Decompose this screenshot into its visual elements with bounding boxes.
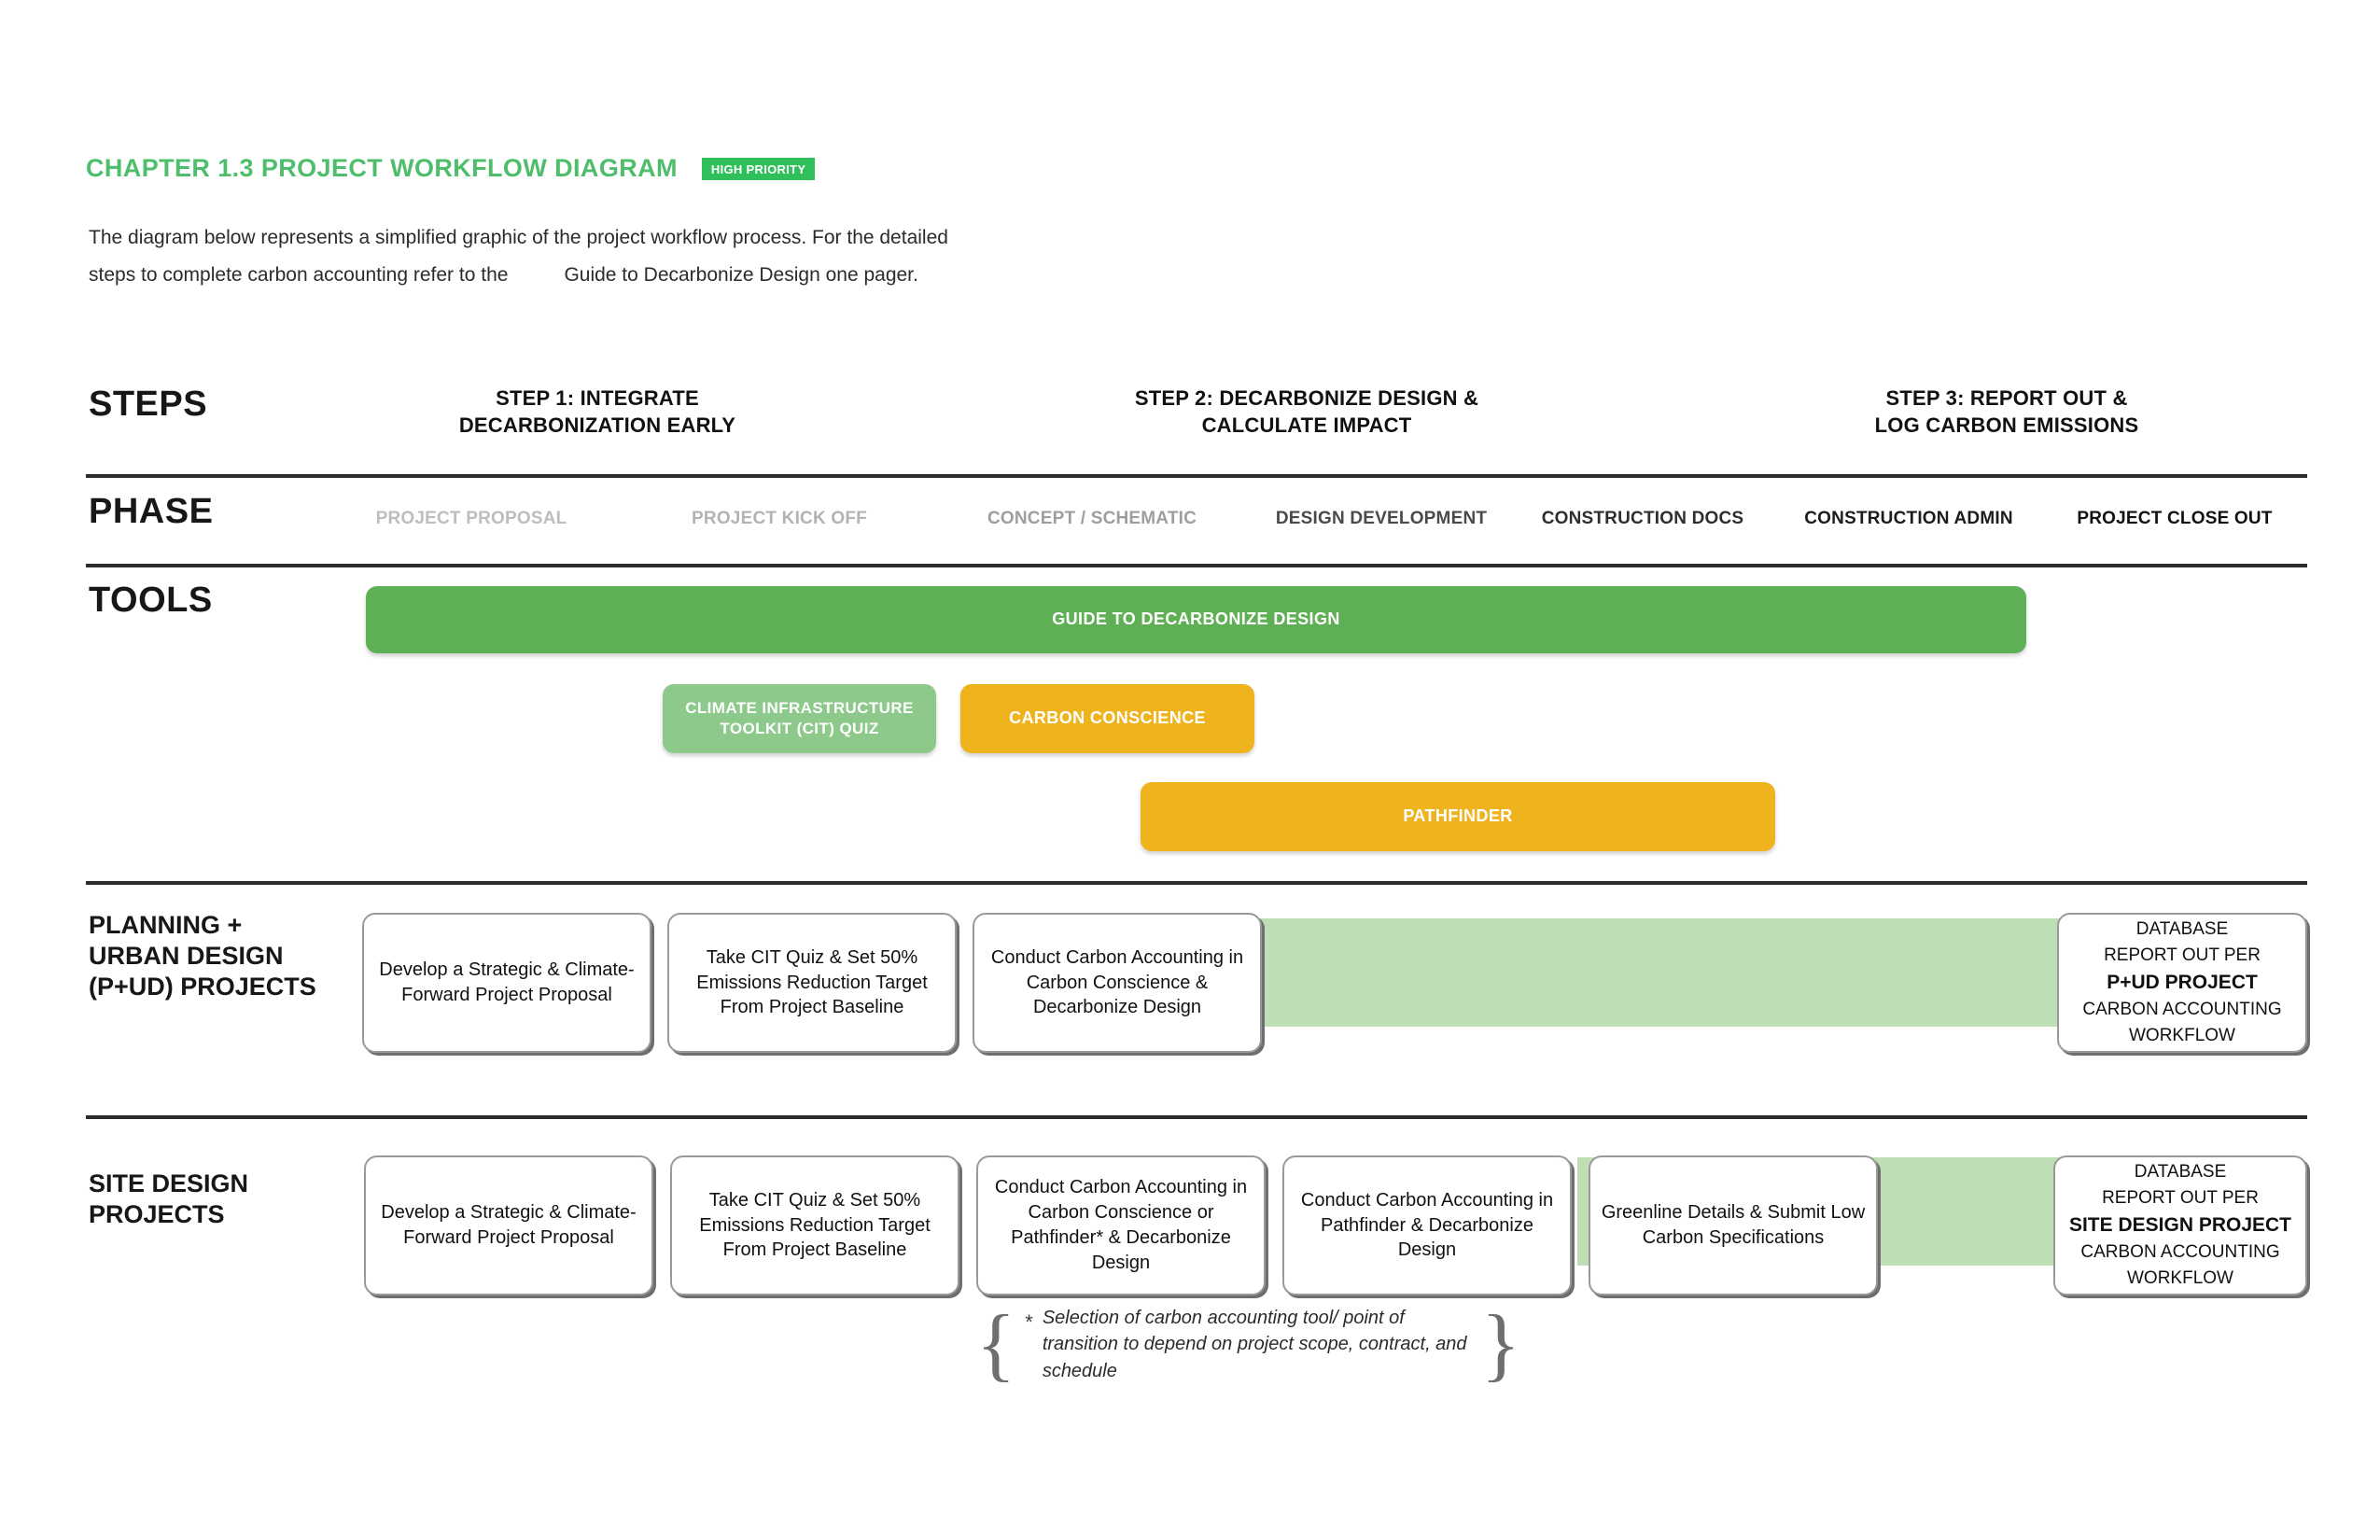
intro-paragraph: The diagram below represents a simplifie…: [89, 219, 1078, 294]
step-3-line-2: LOG CARBON EMISSIONS: [1874, 413, 2139, 438]
site-step-box-2[interactable]: Take CIT Quiz & Set 50% Emissions Reduct…: [670, 1155, 959, 1295]
site-step-box-5[interactable]: Greenline Details & Submit Low Carbon Sp…: [1589, 1155, 1878, 1295]
footnote-block: { * Selection of carbon accounting tool/…: [976, 1298, 1521, 1390]
site-db-line-1: DATABASE: [2134, 1162, 2227, 1183]
divider-steps-phase: [86, 474, 2307, 478]
phase-design-development: DESIGN DEVELOPMENT: [1275, 509, 1488, 528]
divider-pud-site: [86, 1115, 2307, 1119]
site-label-line-1: SITE DESIGN: [89, 1169, 249, 1197]
site-db-line-4: CARBON ACCOUNTING: [2080, 1242, 2280, 1263]
phase-project-proposal: PROJECT PROPOSAL: [375, 509, 567, 528]
pud-db-line-2: REPORT OUT PER: [2104, 945, 2261, 965]
tool-bar-cit-quiz[interactable]: CLIMATE INFRASTRUCTURE TOOLKIT (CIT) QUI…: [663, 684, 936, 753]
site-step-box-1[interactable]: Develop a Strategic & Climate-Forward Pr…: [364, 1155, 653, 1295]
row-label-tools: TOOLS: [89, 581, 213, 620]
footnote-text: Selection of carbon accounting tool/ poi…: [1042, 1308, 1467, 1381]
divider-phase-tools: [86, 564, 2307, 567]
site-step-box-3[interactable]: Conduct Carbon Accounting in Carbon Cons…: [976, 1155, 1266, 1295]
intro-line-2a: steps to complete carbon accounting refe…: [89, 264, 509, 286]
divider-tools-pud: [86, 881, 2307, 885]
row-label-phase: PHASE: [89, 492, 214, 531]
site-db-project-type: SITE DESIGN PROJECT: [2068, 1213, 2292, 1236]
tool-label-carbon-conscience: CARBON CONSCIENCE: [1009, 708, 1206, 728]
footnote-marker: *: [1025, 1310, 1033, 1334]
step-1-line-2: DECARBONIZATION EARLY: [458, 413, 736, 438]
tool-label-cit-quiz: CLIMATE INFRASTRUCTURE TOOLKIT (CIT) QUI…: [685, 699, 914, 737]
intro-line-2b: Guide to Decarbonize Design one pager.: [564, 264, 918, 286]
site-database-box[interactable]: DATABASE REPORT OUT PER SITE DESIGN PROJ…: [2053, 1155, 2307, 1295]
pud-db-project-type: P+UD PROJECT: [2107, 971, 2258, 993]
pud-step-box-3[interactable]: Conduct Carbon Accounting in Carbon Cons…: [973, 913, 1262, 1053]
step-header-2: STEP 2: DECARBONIZE DESIGN & CALCULATE I…: [1045, 385, 1568, 439]
pud-label-line-1: PLANNING +: [89, 911, 243, 939]
pud-label-line-3: (P+UD) PROJECTS: [89, 972, 316, 1001]
pud-db-line-1: DATABASE: [2135, 919, 2229, 940]
intro-line-1: The diagram below represents a simplifie…: [89, 227, 948, 248]
chapter-header: CHAPTER 1.3 PROJECT WORKFLOW DIAGRAM HIG…: [86, 154, 816, 183]
tool-label-guide: GUIDE TO DECARBONIZE DESIGN: [1052, 609, 1340, 629]
row-label-planning-urban-design: PLANNING + URBAN DESIGN (P+UD) PROJECTS: [89, 910, 316, 1002]
pud-db-line-4: CARBON ACCOUNTING: [2082, 1000, 2282, 1020]
step-3-line-1: STEP 3: REPORT OUT &: [1885, 386, 2128, 410]
pud-label-line-2: URBAN DESIGN: [89, 941, 284, 970]
site-db-line-5: WORKFLOW: [2127, 1268, 2233, 1289]
status-badge-high-priority: HIGH PRIORITY: [701, 157, 816, 180]
site-step-box-4[interactable]: Conduct Carbon Accounting in Pathfinder …: [1282, 1155, 1572, 1295]
row-label-steps: STEPS: [89, 385, 208, 424]
step-2-line-1: STEP 2: DECARBONIZE DESIGN &: [1134, 386, 1479, 410]
phase-project-close-out: PROJECT CLOSE OUT: [2077, 509, 2273, 528]
tool-label-pathfinder: PATHFINDER: [1403, 806, 1513, 826]
row-label-site-design: SITE DESIGN PROJECTS: [89, 1169, 248, 1230]
pud-arrow-tail: [1251, 918, 2205, 1027]
phase-concept-schematic: CONCEPT / SCHEMATIC: [987, 509, 1197, 528]
pud-db-line-5: WORKFLOW: [2129, 1026, 2235, 1046]
tool-bar-carbon-conscience[interactable]: CARBON CONSCIENCE: [960, 684, 1254, 753]
phase-project-kick-off: PROJECT KICK OFF: [692, 509, 867, 528]
tool-bar-pathfinder[interactable]: PATHFINDER: [1141, 782, 1775, 851]
pud-database-box[interactable]: DATABASE REPORT OUT PER P+UD PROJECT CAR…: [2057, 913, 2307, 1053]
step-1-line-1: STEP 1: INTEGRATE: [496, 386, 699, 410]
site-label-line-2: PROJECTS: [89, 1199, 225, 1228]
pud-step-box-2[interactable]: Take CIT Quiz & Set 50% Emissions Reduct…: [667, 913, 957, 1053]
step-2-line-2: CALCULATE IMPACT: [1201, 413, 1412, 438]
pud-step-box-1[interactable]: Develop a Strategic & Climate-Forward Pr…: [362, 913, 651, 1053]
step-header-1: STEP 1: INTEGRATE DECARBONIZATION EARLY: [392, 385, 803, 439]
brace-left: {: [976, 1298, 1016, 1390]
page-title: CHAPTER 1.3 PROJECT WORKFLOW DIAGRAM: [86, 154, 678, 182]
tool-bar-guide-to-decarbonize-design[interactable]: GUIDE TO DECARBONIZE DESIGN: [366, 586, 2026, 653]
step-header-3: STEP 3: REPORT OUT & LOG CARBON EMISSION…: [1801, 385, 2212, 439]
brace-right: }: [1480, 1298, 1521, 1390]
phase-construction-docs: CONSTRUCTION DOCS: [1541, 509, 1744, 528]
site-db-line-2: REPORT OUT PER: [2102, 1187, 2259, 1208]
phase-construction-admin: CONSTRUCTION ADMIN: [1804, 509, 2013, 528]
